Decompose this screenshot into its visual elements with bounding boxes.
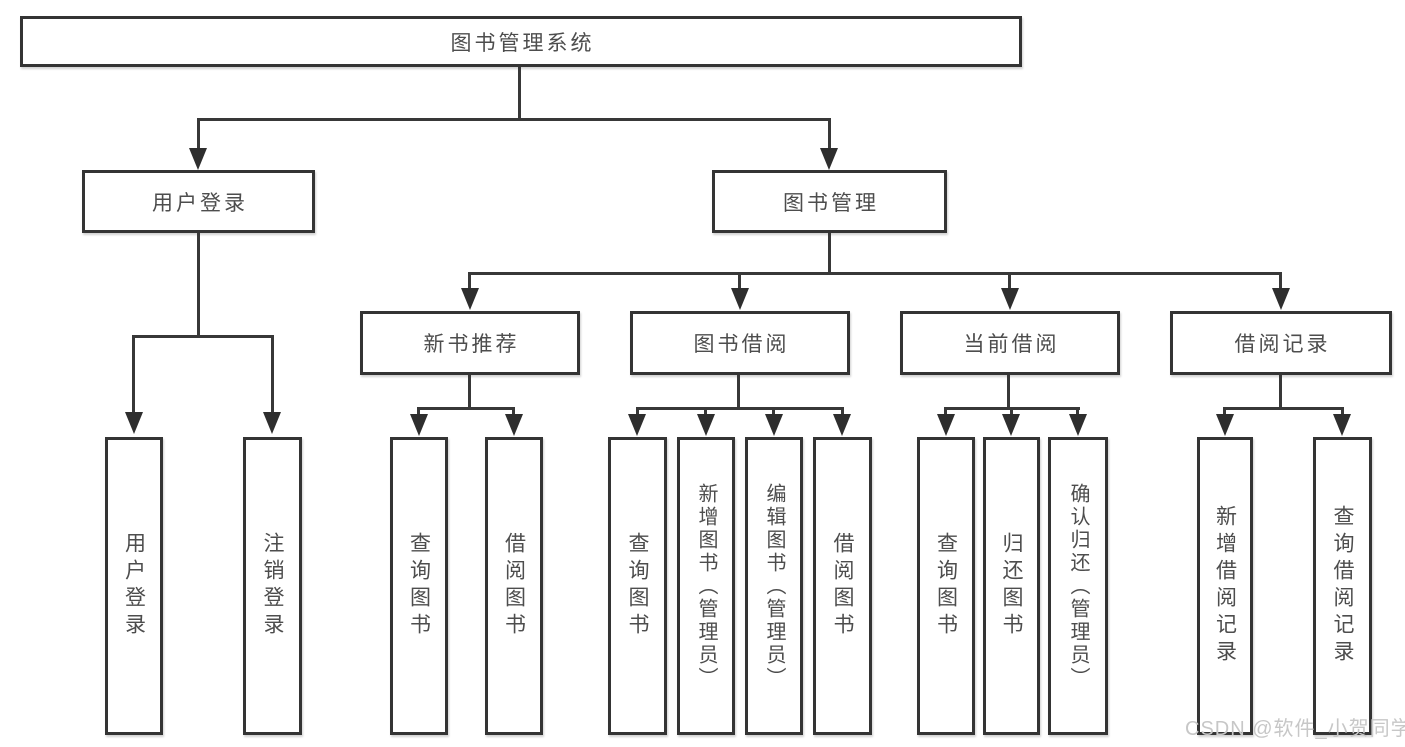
arrow-down-icon [1002,414,1020,436]
leaf-add-book-admin: 新增图书（管理员） [677,437,735,735]
connector-line [1008,272,1011,290]
connector-line [841,407,844,416]
leaf-label: 确认归还（管理员） [1067,482,1089,690]
arrow-down-icon [1069,414,1087,436]
connector-line [738,272,741,290]
node-borrowing-records: 借阅记录 [1170,311,1392,375]
arrow-down-icon [628,414,646,436]
leaf-edit-book-admin: 编辑图书（管理员） [745,437,803,735]
node-new-book-recommendation: 新书推荐 [360,311,580,375]
connector-line [417,407,420,416]
leaf-label: 借阅图书 [502,532,526,640]
connector-line [197,118,200,150]
node-label: 图书管理系统 [450,31,595,55]
arrow-down-icon [820,148,838,170]
connector-line [772,407,775,416]
leaf-label: 查询借阅记录 [1331,505,1354,667]
connector-line [132,335,135,414]
leaf-label: 查询图书 [934,532,958,640]
leaf-query-books-recommend: 查询图书 [390,437,448,735]
leaf-label: 新增图书（管理员） [695,482,717,690]
csdn-watermark: CSDN @软件_小贺同学 [1185,718,1405,740]
leaf-label: 归还图书 [1000,532,1023,640]
node-library-management-system: 图书管理系统 [20,16,1022,67]
leaf-add-borrow-record: 新增借阅记录 [1197,437,1253,735]
leaf-label: 用户登录 [122,532,146,640]
connector-line [468,272,471,290]
leaf-label: 查询图书 [407,532,431,640]
arrow-down-icon [765,414,783,436]
connector-line [1010,407,1013,416]
connector-line [1341,407,1344,416]
arrow-down-icon [1001,288,1019,310]
leaf-borrow-books-borrowing: 借阅图书 [813,437,872,735]
node-label: 图书借阅 [693,333,790,356]
arrow-down-icon [263,412,281,434]
leaf-label: 注销登录 [261,532,284,640]
node-book-management: 图书管理 [712,170,947,233]
arrow-down-icon [937,414,955,436]
node-label: 新书推荐 [423,333,520,356]
connector-line [1279,375,1282,407]
connector-line [468,272,1282,275]
leaf-logout: 注销登录 [243,437,302,735]
node-label: 用户登录 [152,191,248,215]
connector-line [1007,375,1010,407]
connector-line [944,407,947,416]
arrow-down-icon [461,288,479,310]
leaf-confirm-return-admin: 确认归还（管理员） [1048,437,1108,735]
leaf-borrow-books-recommend: 借阅图书 [485,437,543,735]
connector-line [828,118,831,150]
connector-line [197,118,831,121]
connector-line [1223,407,1344,410]
connector-line [417,407,515,410]
node-book-borrowing: 图书借阅 [630,311,850,375]
arrow-down-icon [1333,414,1351,436]
connector-line [828,233,831,272]
leaf-query-books-current: 查询图书 [917,437,975,735]
arrow-down-icon [410,414,428,436]
leaf-query-books-borrowing: 查询图书 [608,437,667,735]
node-label: 当前借阅 [963,333,1060,356]
connector-line [271,335,274,414]
arrow-down-icon [505,414,523,436]
leaf-label: 新增借阅记录 [1213,505,1237,667]
connector-line [512,407,515,416]
arrow-down-icon [731,288,749,310]
arrow-down-icon [125,412,143,434]
leaf-label: 借阅图书 [831,532,854,640]
connector-line [636,407,639,416]
connector-line [1223,407,1226,416]
connector-line [468,375,471,407]
connector-line [1279,272,1282,290]
node-user-login: 用户登录 [82,170,315,233]
leaf-label: 编辑图书（管理员） [763,482,785,690]
leaf-user-login: 用户登录 [105,437,163,735]
leaf-query-borrow-record: 查询借阅记录 [1313,437,1372,735]
connector-line [197,233,200,335]
arrow-down-icon [833,414,851,436]
connector-line [704,407,707,416]
arrow-down-icon [697,414,715,436]
node-label: 借阅记录 [1234,333,1331,356]
arrow-down-icon [1216,414,1234,436]
leaf-return-books: 归还图书 [983,437,1040,735]
node-current-borrowing: 当前借阅 [900,311,1120,375]
connector-line [518,67,521,118]
arrow-down-icon [189,148,207,170]
node-label: 图书管理 [783,191,879,215]
connector-line [132,335,274,338]
connector-line [636,407,844,410]
leaf-label: 查询图书 [626,532,649,640]
connector-line [737,375,740,407]
connector-line [1076,407,1079,416]
arrow-down-icon [1272,288,1290,310]
